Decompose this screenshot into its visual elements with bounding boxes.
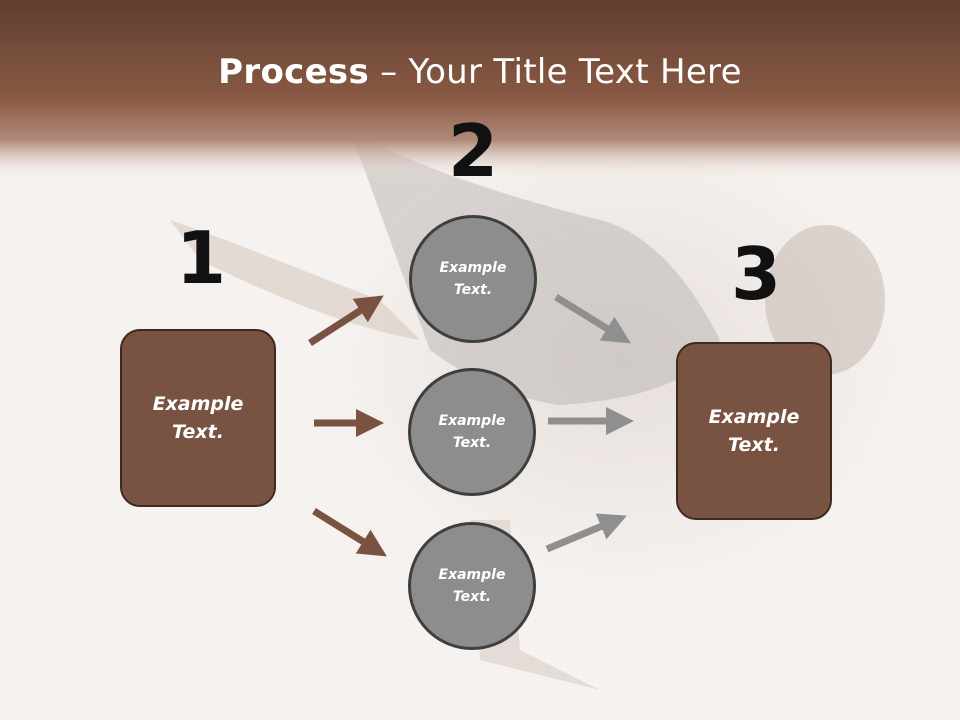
arrow-from-circle-3 [545, 513, 627, 553]
title-rest: – Your Title Text Here [369, 52, 742, 92]
arrow-from-circle-1 [554, 294, 631, 344]
circle-step-3: Example Text. [408, 522, 536, 650]
arrow-to-circle-1 [308, 295, 384, 346]
circle-label-2: Example Text. [438, 412, 506, 451]
step-number-2: 2 [448, 109, 499, 193]
title-bold: Process [218, 52, 370, 92]
right-step-box: Example Text. [676, 342, 832, 520]
step-number-3: 3 [731, 232, 782, 316]
arrow-to-circle-3 [312, 508, 387, 557]
circle-label-3: Example Text. [438, 566, 506, 605]
circle-step-2: Example Text. [408, 368, 536, 496]
step-number-1: 1 [176, 216, 227, 300]
circle-label-1: Example Text. [439, 259, 507, 298]
page-title: Process – Your Title Text Here [0, 52, 960, 92]
left-step-box: Example Text. [120, 329, 276, 507]
left-step-label: Example Text. [152, 392, 244, 444]
circle-step-1: Example Text. [409, 215, 537, 343]
right-step-label: Example Text. [708, 405, 800, 457]
